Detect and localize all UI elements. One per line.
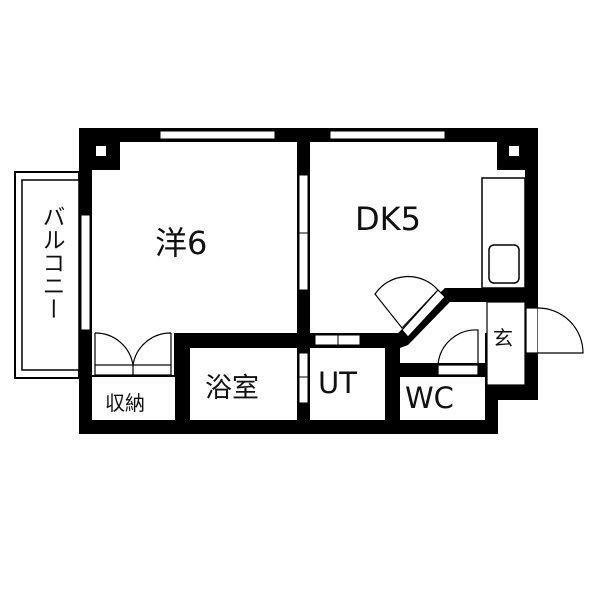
wc-door[interactable] <box>437 329 479 376</box>
hall-floor <box>400 302 485 363</box>
entrance-door[interactable] <box>525 307 584 354</box>
pillar-top-left-inner <box>96 146 106 156</box>
utility-floor <box>310 348 385 420</box>
utility-label: UT <box>318 366 357 400</box>
storage-label: 収納 <box>105 391 145 415</box>
window-left <box>80 214 91 331</box>
western-room-label: 洋6 <box>155 224 208 262</box>
storage-floor <box>92 377 175 420</box>
pillar-top-right-inner <box>509 146 519 156</box>
dk-door[interactable] <box>374 276 446 338</box>
closet-doors[interactable] <box>94 332 172 376</box>
bathroom-label: 浴室 <box>205 373 259 404</box>
western-room-floor <box>92 142 297 333</box>
sliding-door-bath[interactable] <box>298 352 309 404</box>
bathroom-floor <box>190 348 297 420</box>
toilet-label: WC <box>405 381 454 415</box>
toilet-floor <box>400 377 485 420</box>
kitchen-sink <box>488 244 520 284</box>
window-top-left <box>159 130 276 140</box>
dk-label: DK5 <box>355 200 421 238</box>
balcony-label: バルコニー <box>38 205 64 320</box>
window-top-right <box>329 130 446 140</box>
entrance-floor <box>486 301 526 386</box>
entrance-label: 玄 <box>493 326 513 350</box>
balcony <box>14 171 80 379</box>
